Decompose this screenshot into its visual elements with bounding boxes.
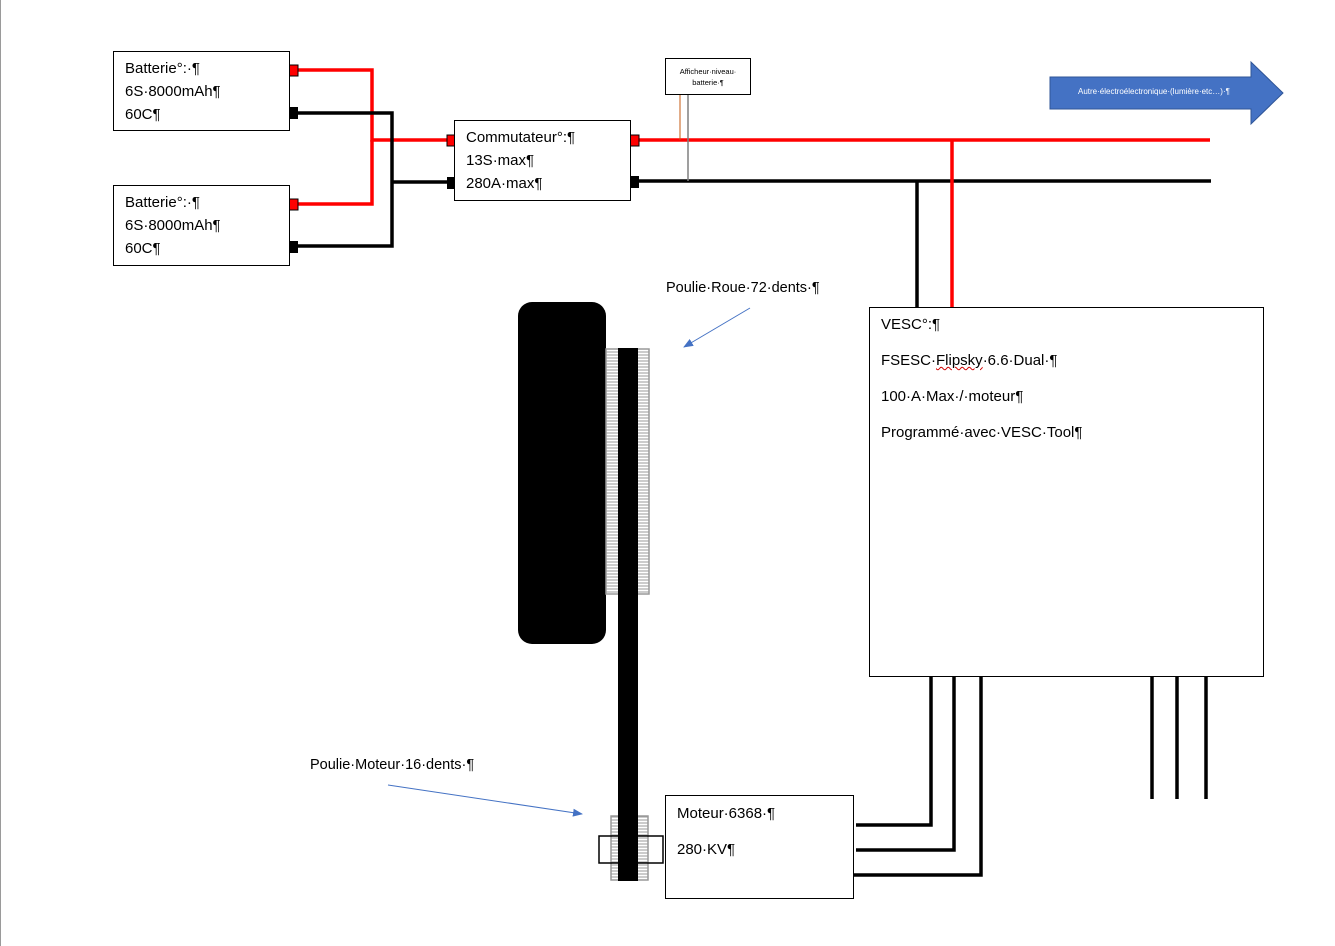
- wheel-pulley-label: Poulie·Roue·72·dents·¶: [666, 280, 820, 296]
- switch-box: Commutateur°:¶ 13S·max¶ 280A·max¶: [454, 120, 631, 201]
- vesc-line-1: VESC°:¶: [881, 316, 941, 333]
- battery-display-line-2: batterie·¶: [692, 78, 724, 87]
- battery-display-box: Afficheur·niveau· batterie·¶: [665, 58, 751, 95]
- vesc-line-2-pre: FSESC·: [881, 352, 937, 369]
- battery-2-box: Batterie°:·¶ 6S·8000mAh¶ 60C¶: [113, 185, 290, 266]
- battery-1-line-3: 60C¶: [125, 106, 161, 123]
- vesc-line-2: FSESC·Flipsky·6.6·Dual·¶: [881, 352, 1057, 370]
- drive-belt: [618, 348, 638, 881]
- vesc-line-2-flagged-word: Flipsky: [936, 352, 983, 369]
- vesc-line-3: 100·A·Max·/·moteur¶: [881, 388, 1024, 405]
- battery1-negative-terminal: [289, 107, 298, 119]
- battery-1-box: Batterie°:·¶ 6S·8000mAh¶ 60C¶: [113, 51, 290, 131]
- motor-phase-wire-2: [856, 676, 956, 852]
- wheel-tire: [518, 302, 606, 644]
- vesc-line-2-post: ·6.6·Dual·¶: [982, 352, 1058, 369]
- wheel-pulley-pointer: [683, 307, 751, 348]
- vesc-line-4: Programmé·avec·VESC·Tool¶: [881, 424, 1083, 441]
- switch-negative-in-terminal: [447, 177, 456, 189]
- battery1-negative-wire: [294, 111, 394, 248]
- battery-1-line-2: 6S·8000mAh¶: [125, 83, 221, 100]
- switch-line-2: 13S·max¶: [466, 152, 535, 169]
- battery2-negative-terminal: [289, 241, 298, 253]
- page-edge: [0, 0, 1, 946]
- motor-box: Moteur·6368·¶ 280·KV¶: [665, 795, 854, 899]
- battery2-positive-wire: [294, 140, 374, 206]
- battery-1-line-1: Batterie°:·¶: [125, 60, 200, 77]
- battery1-positive-wire: [294, 68, 452, 142]
- other-electronics-label: Autre·électroélectronique·(lumière·etc…)…: [1078, 87, 1230, 96]
- motor-pulley-label: Poulie·Moteur·16·dents·¶: [310, 757, 475, 773]
- battery-2-line-2: 6S·8000mAh¶: [125, 217, 221, 234]
- battery-2-line-1: Batterie°:·¶: [125, 194, 200, 211]
- battery-display-line-1: Afficheur·niveau·: [679, 67, 737, 76]
- switch-positive-out-terminal: [629, 134, 640, 147]
- battery-2-line-3: 60C¶: [125, 240, 161, 257]
- switch-negative-out-terminal: [630, 176, 639, 188]
- battery1-positive-terminal: [288, 64, 299, 77]
- battery2-positive-terminal: [288, 198, 299, 211]
- motor-line-1: Moteur·6368·¶: [677, 805, 776, 822]
- motor-phase-wire-1: [856, 676, 933, 827]
- switch-line-1: Commutateur°:¶: [466, 129, 576, 146]
- motor-phase-wire-3: [853, 676, 983, 877]
- vesc-box: VESC°:¶ FSESC·Flipsky·6.6·Dual·¶ 100·A·M…: [869, 307, 1264, 677]
- motor-line-2: 280·KV¶: [677, 841, 736, 858]
- other-electronics-arrow: [1049, 60, 1284, 126]
- switch-line-3: 280A·max¶: [466, 175, 543, 192]
- motor-pulley-pointer: [387, 784, 583, 817]
